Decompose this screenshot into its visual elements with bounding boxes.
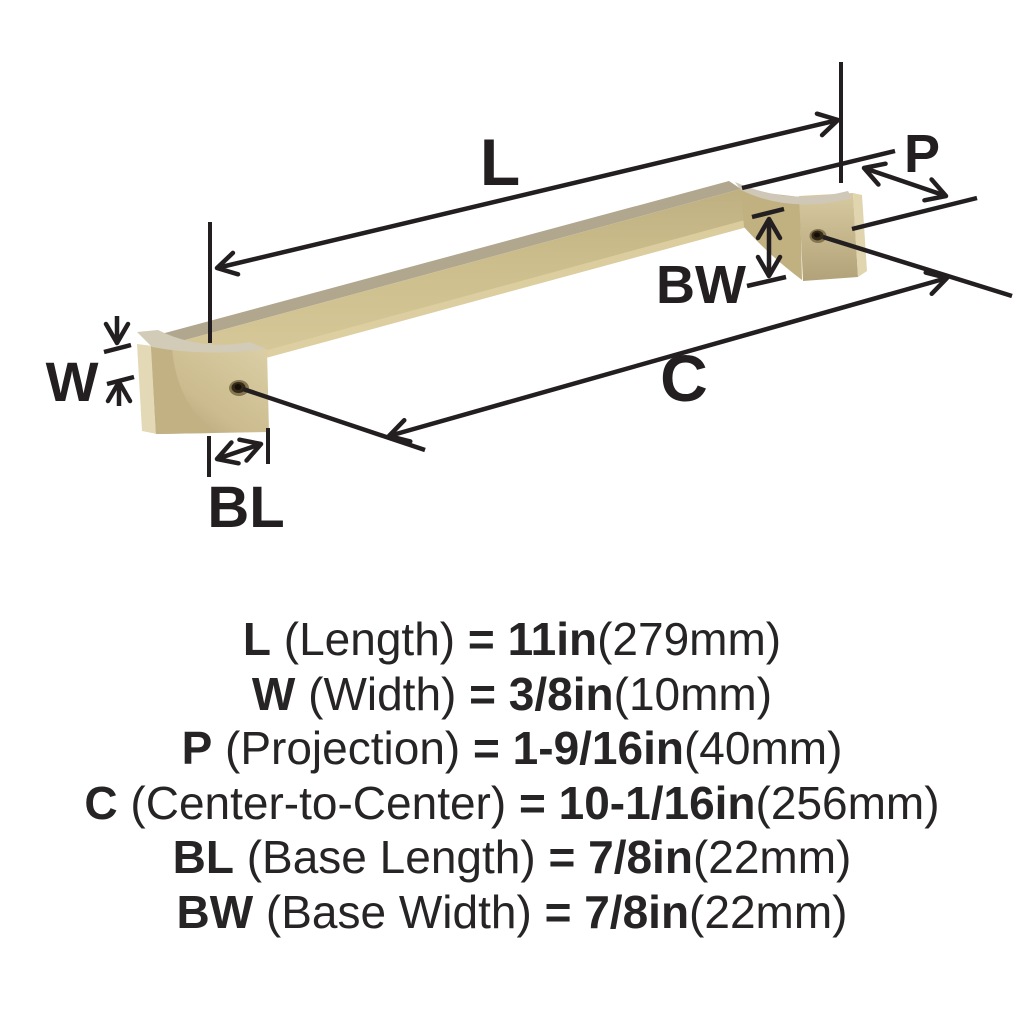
spec-equals: = — [473, 722, 500, 774]
spec-abbr: BL — [172, 831, 234, 883]
spec-value: 3/8in — [508, 667, 614, 720]
spec-name: (Base Width) — [265, 885, 532, 938]
spec-metric: (256mm) — [755, 776, 940, 829]
spec-line-base-length: BL (Base Length) = 7/8in(22mm) — [0, 830, 1024, 885]
bw-tick-bottom — [746, 274, 787, 289]
handle-pull — [137, 181, 867, 434]
spec-value: 7/8in — [588, 831, 693, 883]
spec-value: 10-1/16in — [558, 776, 756, 829]
spec-value: 7/8in — [584, 885, 690, 938]
spec-equals: = — [548, 831, 576, 883]
spec-line-length: L (Length) = 11in(279mm) — [0, 612, 1024, 667]
w-tick-top — [103, 342, 132, 355]
left-foot-side-strip — [137, 344, 157, 434]
spec-name: (Width) — [308, 667, 457, 720]
spec-abbr: P — [181, 722, 213, 774]
p-dimension-arrow — [861, 161, 949, 203]
right-foot-side-strip — [853, 193, 867, 277]
dimension-annotations — [103, 62, 1013, 477]
p-boundary-line-upper — [741, 148, 896, 191]
spec-line-center-to-center: C (Center-to-Center) = 10-1/16in(256mm) — [0, 776, 1024, 831]
c-dimension-line — [386, 270, 950, 444]
bl-dimension-arrow — [214, 437, 264, 466]
label-center-to-center: C — [660, 341, 708, 415]
spec-line-projection: P (Projection) = 1-9/16in(40mm) — [0, 721, 1024, 776]
spec-equals: = — [467, 613, 495, 665]
label-length: L — [480, 125, 520, 199]
spec-metric: (279mm) — [597, 613, 782, 665]
dimension-diagram: L P BW C W BL — [46, 62, 1013, 540]
spec-abbr: W — [251, 667, 296, 720]
spec-metric: (40mm) — [683, 722, 843, 774]
spec-abbr: C — [84, 776, 118, 829]
label-width: W — [46, 350, 99, 413]
spec-equals: = — [518, 776, 546, 829]
spec-abbr: L — [242, 613, 271, 665]
left-foot-top-face — [137, 330, 266, 353]
spec-name: (Projection) — [225, 722, 461, 774]
spec-name: (Length) — [283, 613, 456, 665]
label-base-width: BW — [656, 255, 746, 315]
spec-equals: = — [544, 885, 572, 938]
left-foot-flare — [151, 346, 215, 434]
l-dimension-line — [214, 111, 841, 277]
label-projection: P — [904, 124, 940, 184]
spec-metric: (10mm) — [613, 667, 773, 720]
spec-equals: = — [469, 667, 497, 720]
spec-name: (Center-to-Center) — [130, 776, 507, 829]
c-extension-line-left — [242, 386, 426, 453]
right-screw-hole-center — [814, 232, 820, 238]
spec-list: L (Length) = 11in(279mm) W (Width) = 3/8… — [0, 612, 1024, 939]
label-base-length: BL — [207, 475, 284, 540]
spec-value: 1-9/16in — [512, 722, 684, 774]
bw-tick-top — [751, 206, 785, 220]
spec-metric: (22mm) — [689, 885, 848, 938]
p-boundary-line-lower — [851, 195, 978, 232]
spec-metric: (22mm) — [692, 831, 852, 883]
spec-line-base-width: BW (Base Width) = 7/8in(22mm) — [0, 885, 1024, 940]
left-screw-hole-center — [234, 384, 242, 390]
spec-value: 11in — [507, 613, 598, 665]
spec-line-width: W (Width) = 3/8in(10mm) — [0, 667, 1024, 722]
c-extension-line-right — [822, 234, 1013, 299]
spec-abbr: BW — [176, 885, 254, 938]
spec-name: (Base Length) — [246, 831, 536, 883]
